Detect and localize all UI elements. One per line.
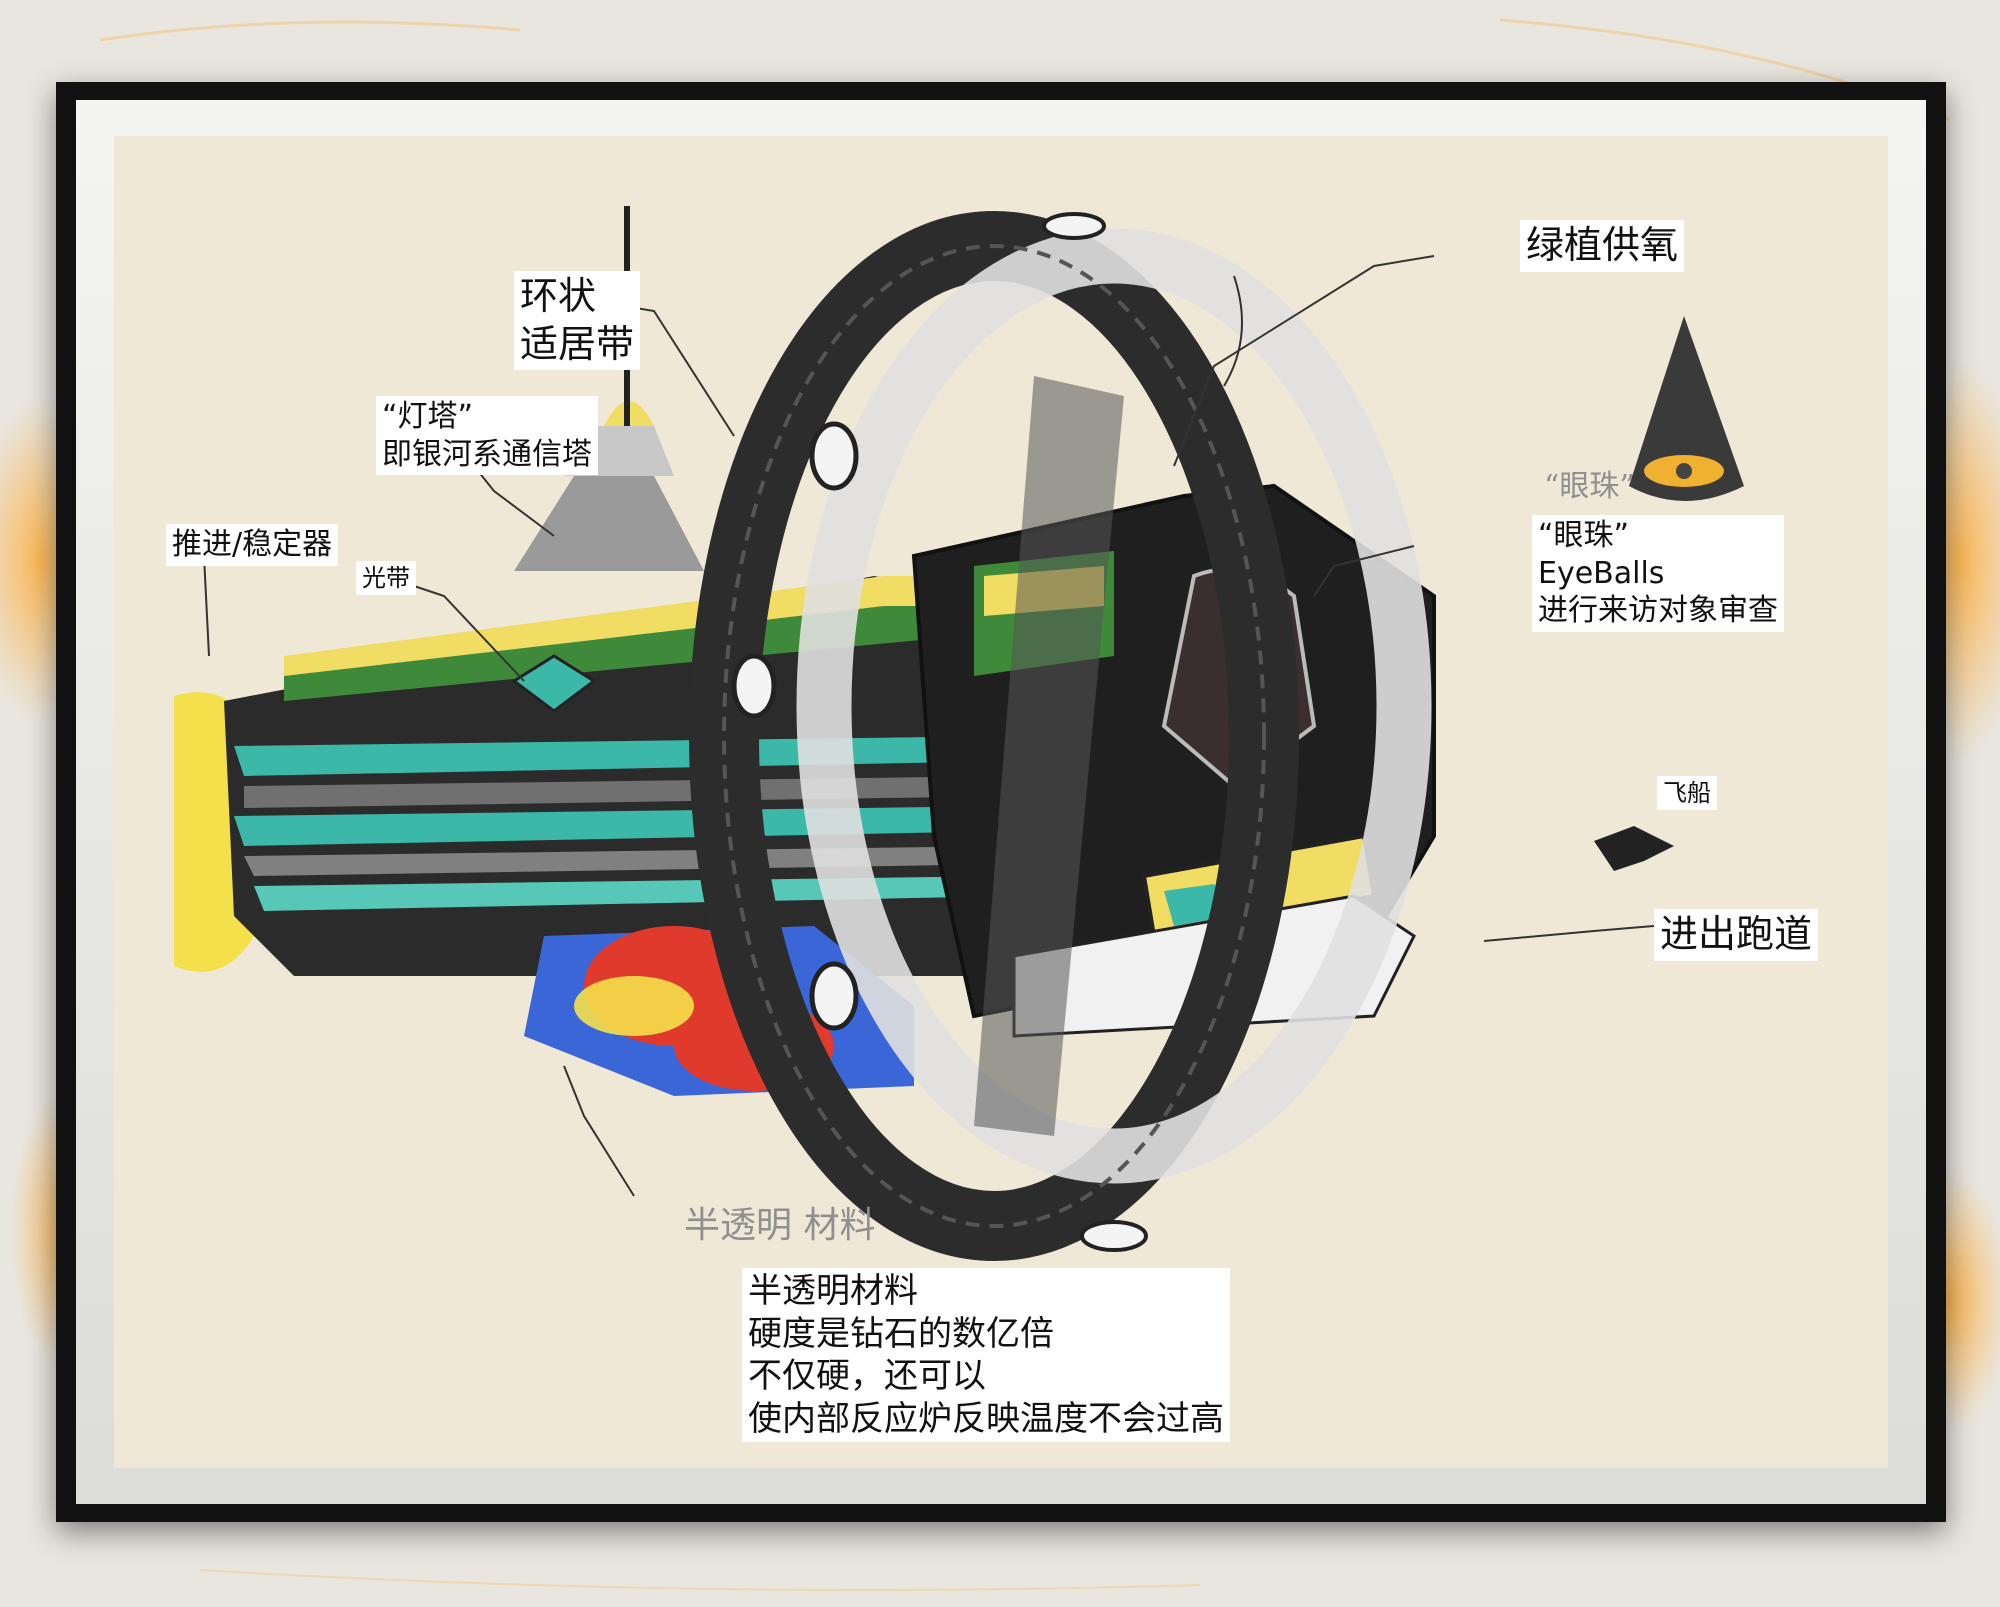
label-light-band: 光带 — [356, 561, 416, 595]
picture-frame: “眼珠” 半透明 材料 环状 适居带 绿植供氧 “灯塔” 即银河系通信塔 推进/… — [56, 82, 1946, 1522]
label-beacon: “灯塔” 即银河系通信塔 — [376, 396, 598, 475]
handwritten-eyeball-note: “眼珠” — [1544, 469, 1635, 504]
label-runway: 进出跑道 — [1654, 909, 1819, 961]
label-thruster: 推进/稳定器 — [166, 524, 339, 566]
small-ship — [1594, 826, 1674, 871]
habitat-ring — [689, 211, 1432, 1261]
spaceship-drawing — [174, 206, 1744, 1261]
label-ship: 飞船 — [1657, 776, 1717, 810]
beacon-tower — [514, 206, 704, 571]
label-material: 半透明材料 硬度是钻石的数亿倍 不仅硬，还可以 使内部反应炉反映温度不会过高 — [742, 1268, 1230, 1442]
drawing-paper: “眼珠” 半透明 材料 环状 适居带 绿植供氧 “灯塔” 即银河系通信塔 推进/… — [114, 136, 1888, 1468]
label-oxygen: 绿植供氧 — [1520, 220, 1685, 272]
eyeball-sentinel — [1629, 316, 1744, 501]
handwritten-material-note: 半透明 材料 — [684, 1205, 876, 1246]
label-habitat-ring: 环状 适居带 — [514, 271, 641, 370]
label-eyeballs: “眼珠” EyeBalls 进行来访对象审查 — [1532, 515, 1784, 632]
frame-mat: “眼珠” 半透明 材料 环状 适居带 绿植供氧 “灯塔” 即银河系通信塔 推进/… — [76, 100, 1926, 1504]
